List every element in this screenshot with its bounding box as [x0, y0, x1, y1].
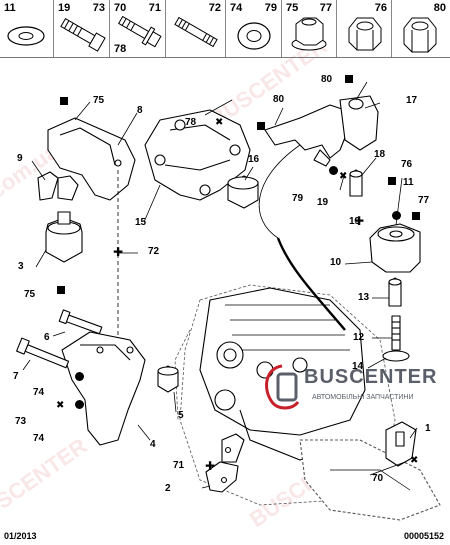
cross-marker: ✖ — [215, 117, 224, 128]
header-cell-11: 11 — [0, 0, 54, 57]
bolt-icon — [60, 17, 106, 52]
square-marker — [345, 75, 353, 83]
square-marker — [388, 177, 396, 185]
callout-80: 80 — [273, 94, 285, 105]
callout-80: 80 — [321, 74, 333, 85]
callout-4: 4 — [150, 439, 156, 450]
dot-marker — [75, 372, 84, 381]
callout-3: 3 — [18, 261, 24, 272]
callout-73: 73 — [15, 416, 27, 427]
callout-18: 18 — [374, 149, 386, 160]
flange-nut-icon — [291, 17, 327, 51]
callout-71: 71 — [173, 460, 185, 471]
callout-14: 14 — [352, 361, 364, 372]
callout-19: 19 — [349, 216, 361, 227]
callout-16: 16 — [248, 154, 260, 165]
cross-marker: ✖ — [56, 400, 65, 411]
header-parts-row: 11 19 73 70 71 78 — [0, 0, 450, 57]
callout-75: 75 — [24, 289, 36, 300]
callout-5: 5 — [178, 410, 184, 421]
washer-icon — [237, 22, 271, 50]
callout-13: 13 — [358, 292, 370, 303]
callout-15: 15 — [135, 217, 147, 228]
callout-7: 7 — [13, 371, 19, 382]
header-cell-19-73: 19 73 — [54, 0, 110, 57]
callout-8: 8 — [137, 105, 143, 116]
square-marker — [60, 97, 68, 105]
header-cell-70-71-78: 70 71 78 — [110, 0, 166, 57]
square-marker — [257, 122, 265, 130]
logo-emblem-icon — [265, 364, 300, 410]
logo-subtitle: АВТОМОБІЛЬНІ ЗАПЧАСТИНИ — [312, 394, 414, 401]
plus-marker: ✚ — [205, 459, 216, 473]
callout-70: 70 — [372, 473, 384, 484]
square-marker — [57, 286, 65, 294]
logo-title: BUSCENTER — [304, 366, 438, 388]
part-number: 78 — [114, 43, 127, 55]
plus-marker: ✚ — [113, 245, 124, 259]
part-number: 11 — [4, 2, 16, 14]
footer-date: 01/2013 — [4, 531, 37, 541]
callout-10: 10 — [330, 257, 342, 268]
part-number: 77 — [319, 2, 332, 14]
callout-6: 6 — [44, 332, 50, 343]
part-number: 70 — [114, 2, 127, 14]
callout-77: 77 — [418, 195, 430, 206]
part-number: 76 — [374, 2, 387, 14]
callout-78: 78 — [185, 117, 197, 128]
callout-9: 9 — [17, 153, 23, 164]
part-number: 73 — [92, 2, 105, 14]
callout-17: 17 — [406, 95, 418, 106]
callout-19: 19 — [317, 197, 329, 208]
locking-nut-icon — [403, 17, 437, 53]
header-cell-76: 76 — [337, 0, 392, 57]
plus-marker: ✚ — [354, 214, 365, 228]
part-number: 72 — [208, 2, 221, 14]
part-number: 75 — [286, 2, 299, 14]
callout-72: 72 — [148, 246, 160, 257]
header-cell-75-77: 75 77 — [282, 0, 337, 57]
callout-1: 1 — [425, 423, 431, 434]
dot-marker — [75, 400, 84, 409]
header-divider — [0, 57, 450, 58]
part-number: 79 — [264, 2, 277, 14]
callout-2: 2 — [165, 483, 171, 494]
cross-marker: ✖ — [339, 171, 348, 182]
dot-marker — [329, 166, 338, 175]
flange-bolt-icon — [117, 15, 162, 48]
callout-74: 74 — [33, 387, 45, 398]
square-marker — [412, 212, 420, 220]
part-number: 71 — [148, 2, 161, 14]
callout-12: 12 — [353, 332, 365, 343]
header-cell-74-79: 74 79 — [226, 0, 282, 57]
callout-74: 74 — [33, 433, 45, 444]
callout-75: 75 — [93, 95, 105, 106]
part-number: 19 — [58, 2, 71, 14]
stud-icon — [174, 16, 218, 48]
header-cell-80: 80 — [392, 0, 450, 57]
washer-flat-icon — [7, 26, 45, 46]
footer-code: 00005152 — [403, 531, 444, 541]
cross-marker: ✖ — [410, 455, 419, 466]
watermark-logo: BUSCENTER АВТОМОБІЛЬНІ ЗАПЧАСТИНИ — [258, 358, 448, 418]
header-cell-72: 72 — [166, 0, 226, 57]
dot-marker — [392, 211, 401, 220]
callout-76: 76 — [401, 159, 413, 170]
callout-79: 79 — [292, 193, 304, 204]
part-number: 80 — [433, 2, 446, 14]
callout-11: 11 — [403, 177, 414, 188]
part-number: 74 — [230, 2, 243, 14]
hex-nut-icon — [348, 17, 382, 51]
